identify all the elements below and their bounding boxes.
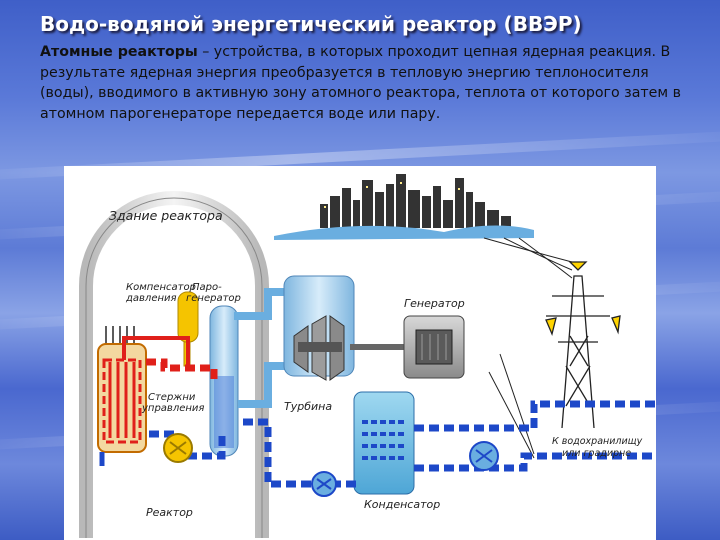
cooling-label-1: К водохранилищу xyxy=(552,436,643,447)
generator-label: Генератор xyxy=(404,297,465,310)
turbine-shaft xyxy=(350,344,404,350)
steam-generator-label-2: генератор xyxy=(186,293,241,304)
power-line xyxy=(483,237,573,459)
cooling-label-2: или градирне xyxy=(562,448,631,459)
turbine xyxy=(283,275,355,381)
generator xyxy=(403,315,465,379)
control-rods xyxy=(105,326,135,344)
primary-pump-icon xyxy=(163,433,193,463)
cooling-pump-icon xyxy=(469,441,499,471)
lead-paragraph: Атомные реакторы – устройства, в которых… xyxy=(40,42,690,124)
pressurizer-label-1: Компенсатор xyxy=(126,282,196,293)
reactor-building xyxy=(79,191,269,538)
control-rods-label-2: управления xyxy=(141,403,204,414)
turbine-label: Турбина xyxy=(284,400,332,413)
vver-diagram-svg: Здание реактора Компенсатор давления xyxy=(79,174,656,538)
vver-diagram: Здание реактора Компенсатор давления xyxy=(64,166,656,540)
condenser-label: Конденсатор xyxy=(364,498,440,511)
condenser xyxy=(353,391,415,495)
building-label: Здание реактора xyxy=(109,208,223,223)
control-rods-label-1: Стержни xyxy=(148,392,196,403)
city-skyline xyxy=(274,174,534,240)
transmission-tower-icon xyxy=(545,261,621,429)
lead-text: – устройства, в которых проходит цепная … xyxy=(40,44,681,122)
reactor-label: Реактор xyxy=(146,506,193,519)
lead-term: Атомные реакторы xyxy=(40,44,198,60)
steam-generator-label-1: Паро- xyxy=(192,282,222,293)
steam-generator xyxy=(209,305,239,457)
pressurizer-label-2: давления xyxy=(125,293,177,304)
reactor-vessel xyxy=(97,343,147,453)
secondary-loop xyxy=(238,400,656,488)
slide-title: Водо-водяной энергетический реактор (ВВЭ… xyxy=(40,12,582,36)
feed-pump-icon xyxy=(311,471,337,497)
steam-line xyxy=(234,288,296,408)
